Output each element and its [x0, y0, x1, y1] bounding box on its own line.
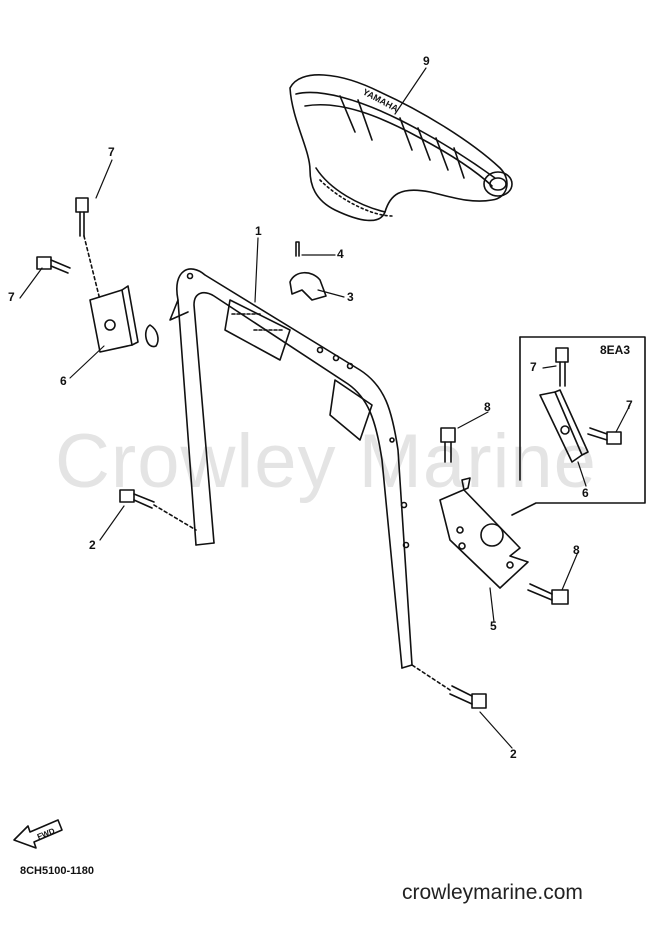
callout-6-left: 6: [60, 374, 67, 388]
callout-2-right: 2: [510, 747, 517, 761]
callout-7-inset-right: 7: [626, 398, 633, 412]
bolt-7-top: [75, 197, 101, 301]
callout-7-inset-top: 7: [530, 360, 537, 374]
inset-box: [511, 336, 646, 516]
inset-model-code: 8EA3: [600, 343, 631, 357]
bracket-left: [89, 285, 159, 353]
fwd-arrow-icon: [13, 819, 63, 849]
callout-6-inset: 6: [582, 486, 589, 500]
steering-frame: [169, 268, 413, 669]
callout-7-top: 7: [108, 145, 115, 159]
leader-lines: [19, 67, 631, 749]
mount-plate: [439, 477, 529, 589]
bolt-7-left: [36, 256, 71, 274]
drawing-number: 8CH5100-1180: [20, 865, 95, 877]
callout-3: 3: [347, 290, 354, 304]
callout-5: 5: [490, 619, 497, 633]
bolt-2-right: [411, 664, 487, 709]
seat-brand-text: YAMAHA: [361, 87, 400, 114]
callout-7-left: 7: [8, 290, 15, 304]
bolt-2-left: [119, 489, 197, 531]
website-label: crowleymarine.com: [402, 881, 583, 904]
callout-2-left: 2: [89, 538, 96, 552]
watermark: Crowley Marine: [55, 419, 597, 504]
callout-1: 1: [255, 224, 262, 238]
callout-8-top: 8: [484, 400, 491, 414]
callout-9: 9: [423, 54, 430, 68]
bolt-8-right: [527, 583, 569, 605]
bolt-8-top: [440, 427, 456, 463]
handle-pad: [289, 74, 513, 222]
callout-8-right: 8: [573, 543, 580, 557]
clip-part: [289, 241, 327, 301]
callout-4: 4: [337, 247, 344, 261]
